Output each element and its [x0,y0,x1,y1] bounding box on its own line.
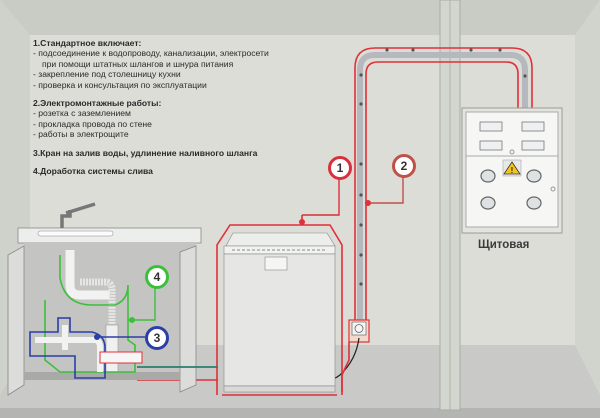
panel-room-label: Щитовая [478,239,530,251]
notes-section-4: 4.Доработка системы слива [33,166,333,176]
cabinet-floor [24,372,180,380]
sink-basin [37,230,114,237]
drain-trap [65,250,110,300]
ceiling [0,0,600,35]
work-scope-notes: 1.Стандартное включает: - подсоединение … [33,38,333,184]
notes-section-1: 1.Стандартное включает: - подсоединение … [33,38,333,90]
callout-2: 2 [392,154,416,178]
notes-section-2: 2.Электромонтажные работы: - розетка с з… [33,98,333,140]
dishwasher-top [225,232,336,247]
cabinet-door-left [7,245,25,396]
notes-item: - закрепление под столешницу кухни [33,69,181,80]
corrugated-drain-hose [80,278,116,330]
callout-1: 1 [328,156,352,180]
callout-1-leader [302,178,340,216]
socket-face [354,324,364,333]
conduit-clips [359,48,527,286]
notes-section-title: 3.Кран на залив воды, удлинение наливног… [33,147,258,158]
notes-item: - работы в электрощите [33,129,129,140]
drain-outline [44,255,136,373]
callout-4: 4 [145,265,169,289]
callout-1-anchor [299,219,305,225]
notes-section-title: 2.Электромонтажные работы: [33,98,162,109]
notes-item: при помощи штатных шлангов и шнура питан… [42,58,234,69]
notes-section-title: 4.Доработка системы слива [33,166,153,177]
dishwasher-door [223,253,336,387]
callout-number: 3 [153,331,161,345]
notes-item: - розетка с заземлением [33,108,131,119]
notes-item: - подсоединение к водопроводу, канализац… [33,48,269,59]
right-wall [575,0,600,395]
floor-edge [0,408,600,418]
panel-lock [550,186,556,192]
callout-2-leader [366,175,404,204]
wall-conduit [357,52,528,322]
callout-3-anchor [94,334,100,340]
dishwasher-outline [216,224,343,395]
power-line-inner [365,61,519,322]
cabinet-door-right [179,245,197,393]
drain-standpipe [105,324,119,373]
circuit-breakers [480,169,542,210]
callout-number: 2 [400,159,408,173]
notes-item: - проверка и консультация по эксплуатаци… [33,79,207,90]
callout-4-anchor [129,317,135,323]
dishwasher-kickplate [223,385,336,393]
warning-exclamation: ! [511,166,514,175]
callout-number: 1 [336,161,344,175]
callout-3: 3 [145,326,169,350]
dishwasher-display [264,256,288,271]
water-inlet-pipes [35,325,103,372]
warning-icon [503,161,521,175]
power-line-outer [354,47,533,322]
notes-item: - прокладка провода по стене [33,118,152,129]
notes-section-3: 3.Кран на залив воды, удлинение наливног… [33,148,333,158]
shutoff-valve-box [99,351,143,364]
panel-screw [509,149,515,155]
callout-4-leader [128,286,156,321]
meters [479,121,545,151]
callout-2-anchor [365,200,371,206]
callout-number: 4 [153,270,161,284]
power-socket [351,321,367,336]
faucet [60,202,96,228]
notes-section-title: 1.Стандартное включает: [33,38,142,48]
